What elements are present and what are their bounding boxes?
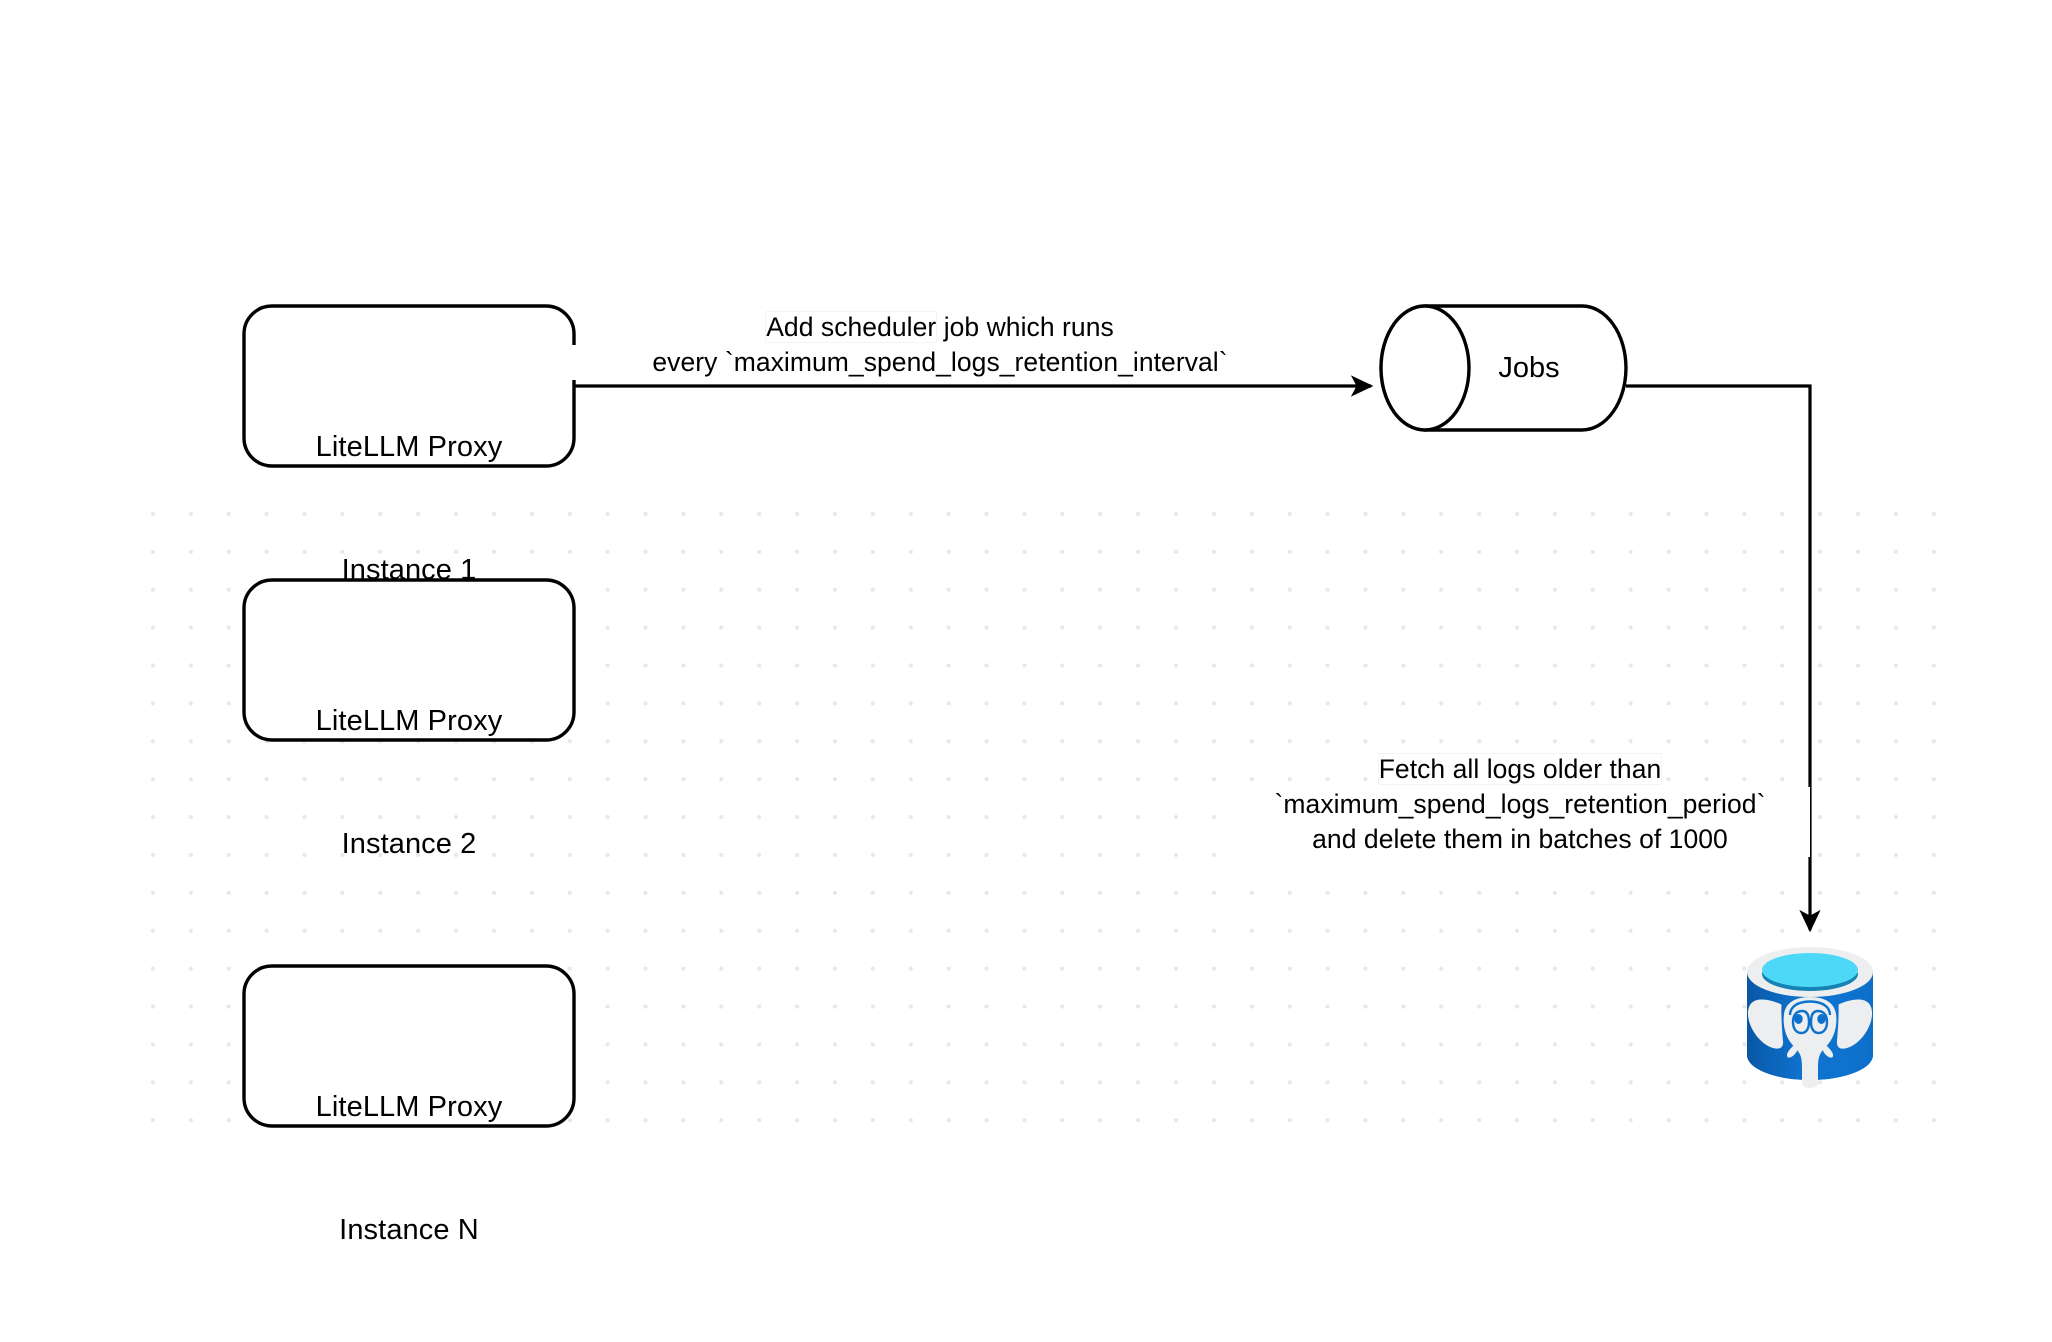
edge-delete-line bbox=[1626, 384, 1821, 933]
node-proxy-n-box[interactable] bbox=[242, 964, 576, 1128]
edge-delete-label-highlight: Fetch all logs older than bbox=[1378, 754, 1662, 784]
postgresql-elephant-outline bbox=[1788, 1000, 1832, 1035]
node-proxy-1-box[interactable] bbox=[242, 304, 576, 468]
edge-scheduler-label-rest: job which runs bbox=[936, 312, 1114, 342]
edge-scheduler-label-line2: every `maximum_spend_logs_retention_inte… bbox=[570, 345, 1310, 380]
node-proxy-2-box[interactable] bbox=[242, 578, 576, 742]
postgresql-elephant-glyph bbox=[1747, 997, 1873, 1088]
edge-scheduler-label-highlight: Add scheduler bbox=[766, 312, 937, 342]
postgresql-elephant-eyes bbox=[1794, 1014, 1826, 1024]
edge-delete-label-line3: and delete them in batches of 1000 bbox=[1230, 822, 1810, 857]
edge-scheduler-label-line1: Add scheduler job which runs bbox=[570, 310, 1310, 345]
postgresql-database-icon[interactable] bbox=[1747, 947, 1873, 1088]
node-jobs-label: Jobs bbox=[1498, 352, 1560, 384]
node-jobs-cylinder[interactable] bbox=[1379, 304, 1628, 432]
edge-scheduler-label: Add scheduler job which runs every `maxi… bbox=[570, 310, 1310, 380]
edge-delete-label-line1: Fetch all logs older than bbox=[1230, 752, 1810, 787]
edge-delete-label-line2: `maximum_spend_logs_retention_period` bbox=[1230, 787, 1810, 822]
edge-delete-label: Fetch all logs older than `maximum_spend… bbox=[1230, 752, 1810, 857]
